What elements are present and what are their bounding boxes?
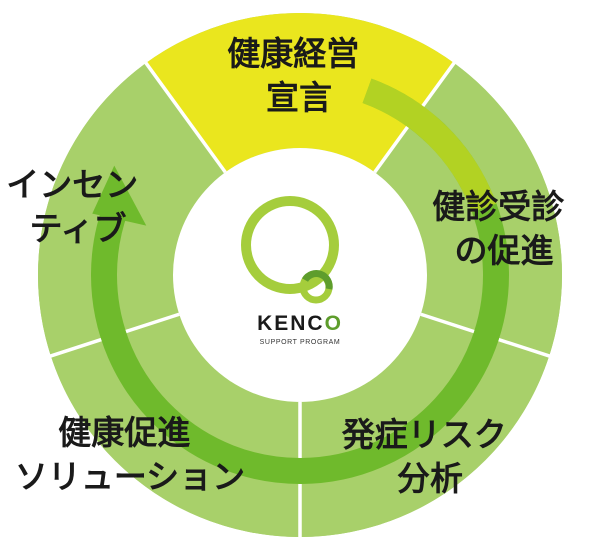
kenco-ring-logo-icon (241, 196, 339, 304)
cycle-arrow-head (92, 165, 147, 226)
cycle-arrow-icon (91, 78, 509, 484)
label-checkup: 健診受診 の促進 (432, 187, 576, 270)
logo-tagline: SUPPORT PROGRAM (260, 339, 341, 346)
label-declaration: 健康経営 宣言 (227, 34, 371, 117)
logo-ring-overlap (301, 270, 333, 290)
label-incentive: インセン ティブ (6, 165, 150, 248)
logo-wordmark: KENCO (257, 312, 343, 335)
center-disc (173, 148, 427, 402)
segment-declaration (146, 13, 454, 173)
logo-ring-large (241, 196, 339, 294)
divider-line (143, 60, 227, 174)
kenco-logo: KENCO SUPPORT PROGRAM (241, 196, 343, 346)
logo-wordmark-o: O (325, 312, 343, 335)
label-incentive-line-2: ティブ (29, 209, 126, 248)
logo-wordmark-prefix: KENC (257, 312, 325, 335)
label-declaration-line-1: 健康経営 (227, 34, 359, 73)
label-risk-line-1: 発症リスク (342, 415, 507, 454)
label-risk-line-2: 分析 (397, 459, 463, 498)
label-risk: 発症リスク 分析 (342, 415, 519, 498)
cycle-arrow-fade (362, 78, 497, 213)
label-declaration-line-2: 宣言 (266, 78, 332, 117)
label-solution: 健康促進 ソリューション (15, 413, 245, 496)
label-checkup-line-1: 健診受診 (432, 187, 565, 226)
label-solution-line-2: ソリューション (15, 457, 245, 496)
segment-labels: 健康経営 宣言 健診受診 の促進 発症リスク 分析 健康促進 ソリューション イ… (6, 34, 576, 498)
label-checkup-line-2: の促進 (455, 231, 554, 270)
label-solution-line-1: 健康促進 (58, 413, 190, 452)
label-incentive-line-1: インセン (6, 165, 138, 204)
